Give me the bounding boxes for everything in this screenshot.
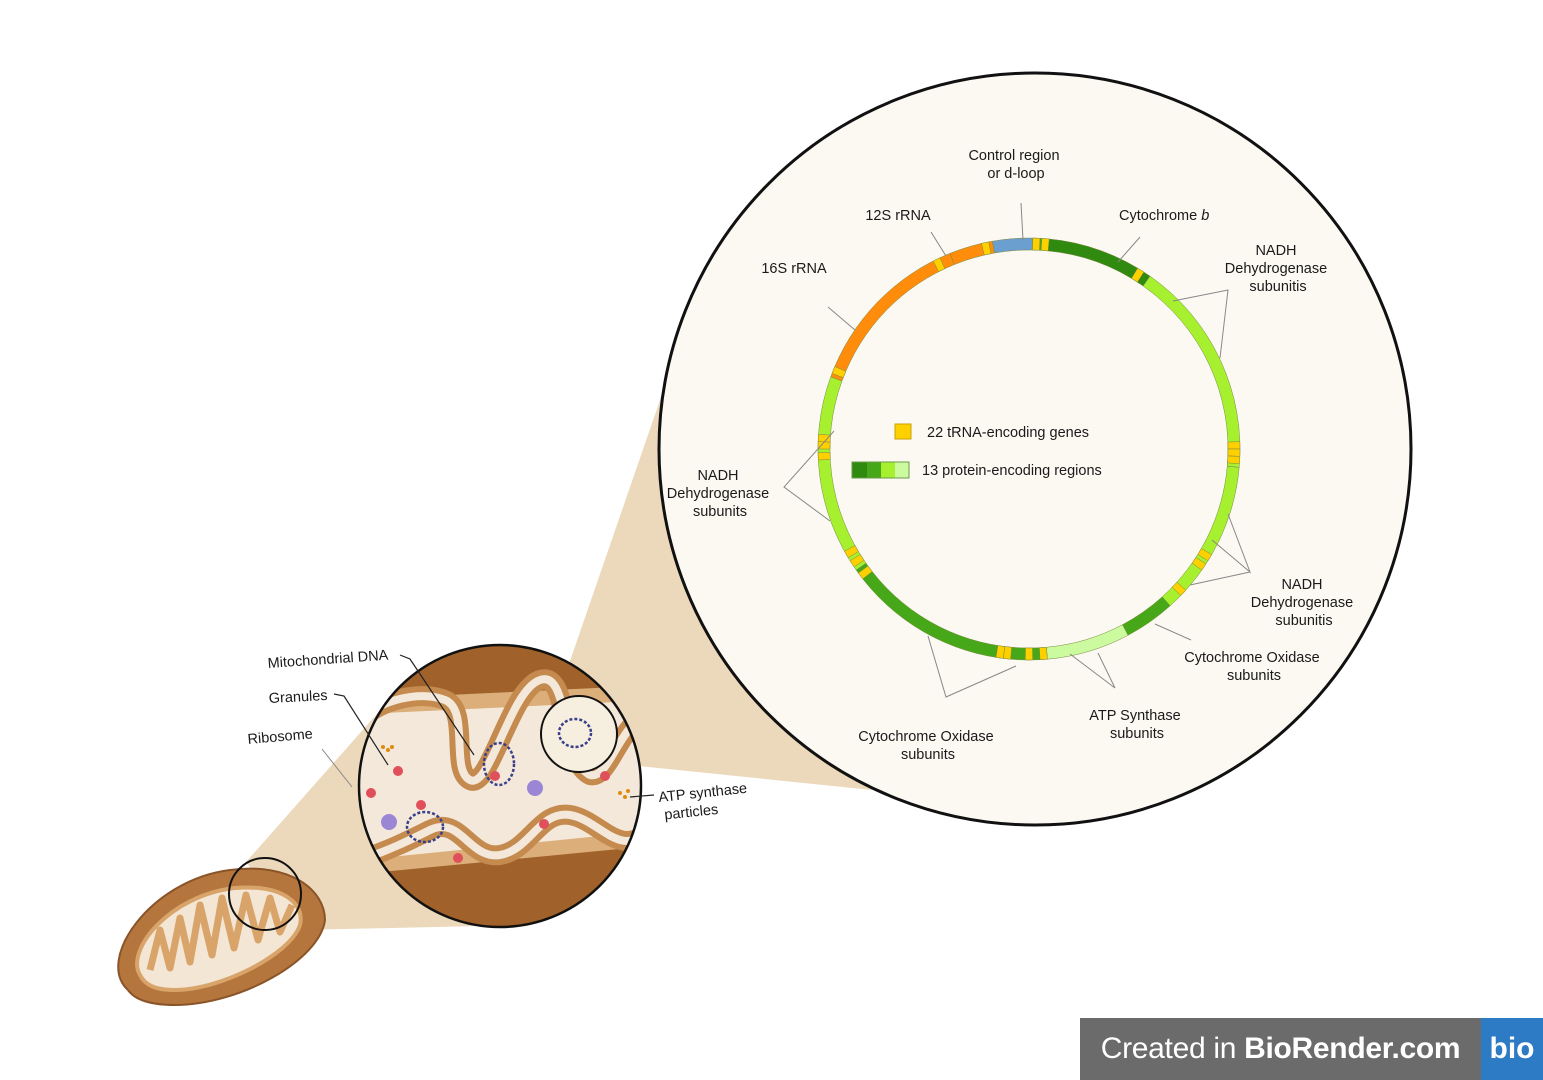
granule <box>381 814 397 830</box>
legend-trna-swatch <box>894 423 912 440</box>
nadh-bottom-right-label: NADH Dehydrogenase subunitis <box>1251 577 1357 629</box>
legend: 22 tRNA-encoding genes 13 protein-encodi… <box>851 423 1102 479</box>
ribosome-label: Ribosome <box>247 726 313 748</box>
trna-segment <box>1227 448 1241 457</box>
legend-protein-label: 13 protein-encoding regions <box>922 463 1102 479</box>
mtdna-loop <box>405 810 445 844</box>
trna-segment <box>1197 548 1213 562</box>
biorender-logo: bio <box>1481 1018 1543 1080</box>
trna-segment <box>844 545 859 559</box>
trna-segment <box>1039 646 1048 660</box>
trna-segment <box>1025 647 1033 661</box>
trna-segment <box>1227 455 1241 464</box>
cox-right-label: Cytochrome Oxidase subunits <box>1184 650 1323 684</box>
mitochondrial-dna-label: Mitochondrial DNA <box>267 648 389 672</box>
cytochrome-b-label: Cytochrome b <box>1119 208 1209 224</box>
trna-segment <box>817 452 831 461</box>
atp-particles <box>381 745 630 799</box>
nadh-top-right-label: NADH Dehydrogenase subunitis <box>1225 243 1331 295</box>
trna-segment <box>932 257 946 273</box>
trna-segment <box>817 434 831 443</box>
cox-bottom-label: Cytochrome Oxidase subunits <box>858 729 997 763</box>
ribosome <box>600 771 610 781</box>
trna-segment <box>1131 267 1145 283</box>
trna-segment <box>849 554 865 568</box>
control-region-label: Control region or d-loop <box>968 148 1063 182</box>
mitochondrion <box>117 857 327 1007</box>
mtdna-loop <box>482 741 516 787</box>
legend-trna-label: 22 tRNA-encoding genes <box>927 425 1089 441</box>
ribosome <box>490 771 500 781</box>
legend-protein-swatch <box>851 461 910 479</box>
mtdna-ring <box>817 237 1241 661</box>
trna-segment <box>995 645 1006 659</box>
ribosome <box>366 788 376 798</box>
leader-lines <box>321 202 1252 798</box>
granules-label: Granules <box>268 688 328 707</box>
granule <box>527 780 543 796</box>
atp-particles-label: ATP synthase particles <box>658 780 754 824</box>
ribosome <box>453 853 463 863</box>
trna-segment <box>1191 557 1207 571</box>
trna-segment <box>1032 237 1041 251</box>
atp-synthase-label: ATP Synthase subunits <box>1089 708 1184 742</box>
trna-segment <box>1227 441 1241 450</box>
trna-segment <box>981 241 992 256</box>
mtdna-map-panel <box>657 71 1413 827</box>
trna-segment <box>857 565 873 580</box>
trna-segment <box>831 366 847 379</box>
ribosome <box>539 819 549 829</box>
dna-inset-circle <box>540 695 618 773</box>
16s-rrna-label: 16S rRNA <box>761 261 827 277</box>
12s-rrna-label: 12S rRNA <box>865 208 931 224</box>
ribosome <box>393 766 403 776</box>
trna-segment <box>1040 238 1050 252</box>
nadh-left-label: NADH Dehydrogenase subunits <box>667 468 773 520</box>
mitochondrion-zoom-circle <box>228 857 302 931</box>
trna-segment <box>1171 581 1187 596</box>
ribosome <box>416 800 426 810</box>
cristae-zoom <box>357 643 643 929</box>
